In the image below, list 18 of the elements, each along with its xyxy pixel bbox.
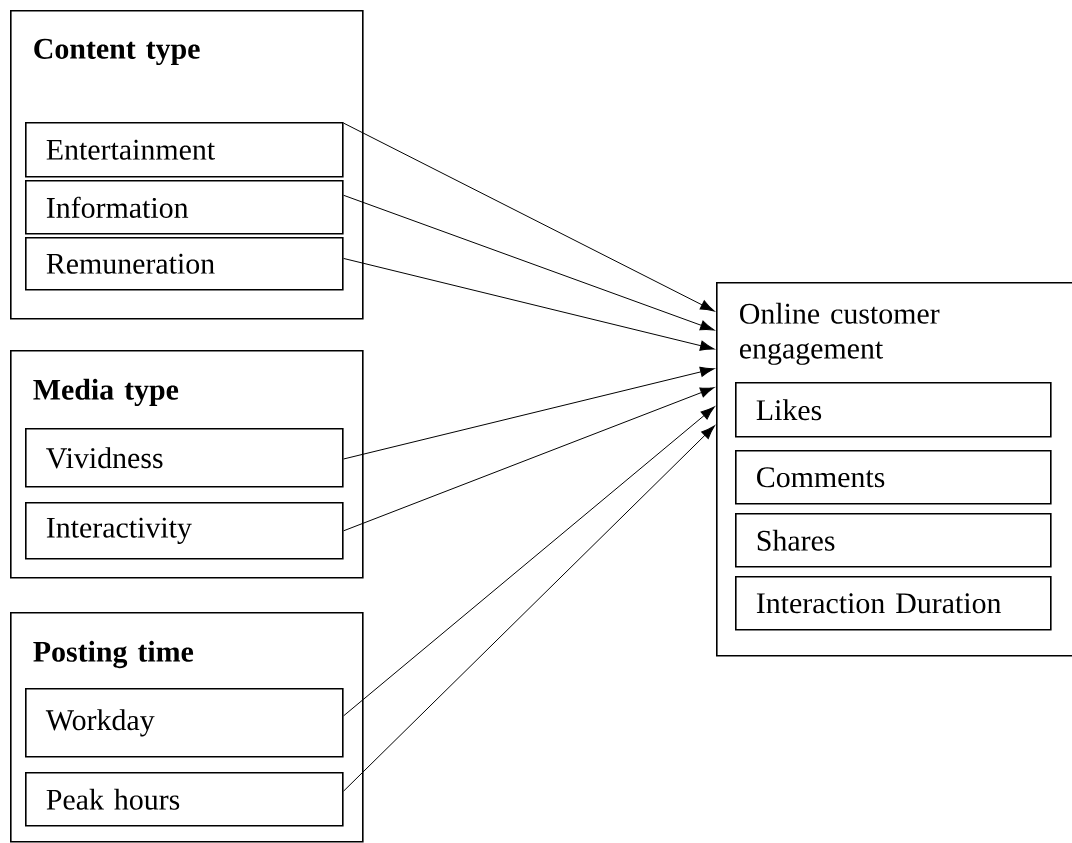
arrow [343,122,715,312]
item-box: Shares [735,513,1052,568]
arrow [343,366,715,460]
item-box: Vividness [25,428,344,488]
item-box: Entertainment [25,122,344,178]
item-box: Peak hours [25,772,344,827]
arrow [343,257,715,351]
item-box: Workday [25,688,344,758]
arrow [343,194,715,331]
arrow [343,406,715,717]
item-box: Remuneration [25,237,344,291]
item-box: Likes [735,382,1052,438]
item-box: Interactivity [25,502,344,560]
arrow [343,387,715,532]
item-box: Information [25,180,344,235]
arrow [343,425,715,792]
item-box: Comments [735,450,1052,505]
item-box: Interaction Duration [735,576,1052,631]
